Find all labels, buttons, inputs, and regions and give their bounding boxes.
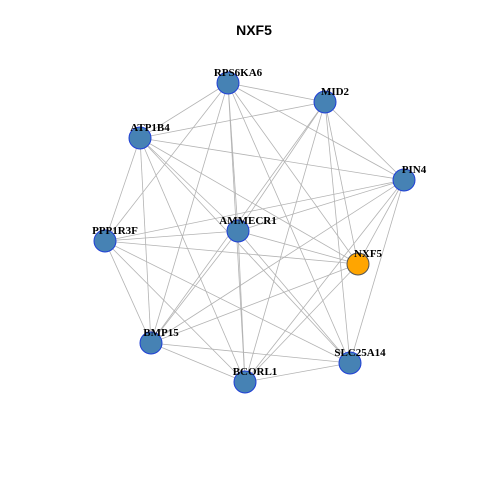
- node-bcorl1: [233, 370, 257, 394]
- node-label-pin4: PIN4: [402, 164, 427, 176]
- node-label-nxf5: NXF5: [354, 248, 383, 260]
- edge-ammecr1-nxf5: [237, 230, 359, 265]
- edge-ammecr1-slc25a14: [237, 230, 351, 364]
- edge-nxf5-bmp15: [150, 263, 359, 344]
- node-ppp1r3f: [93, 229, 117, 253]
- edge-bmp15-bcorl1: [150, 342, 246, 383]
- edge-ppp1r3f-nxf5: [104, 240, 359, 265]
- node-label-ammecr1: AMMECR1: [219, 215, 276, 227]
- edge-mid2-nxf5: [324, 101, 359, 265]
- edge-rps6ka6-nxf5: [227, 82, 359, 265]
- edge-ammecr1-ppp1r3f: [104, 230, 239, 242]
- node-atp1b4: [128, 126, 152, 150]
- edge-rps6ka6-mid2: [227, 82, 326, 103]
- edge-rps6ka6-slc25a14: [227, 82, 351, 364]
- edge-pin4-slc25a14: [349, 179, 405, 364]
- node-label-rps6ka6: RPS6KA6: [214, 67, 263, 79]
- edge-atp1b4-bcorl1: [139, 137, 246, 383]
- edge-mid2-ammecr1: [237, 101, 326, 232]
- edge-pin4-bmp15: [150, 179, 405, 344]
- edge-ppp1r3f-bcorl1: [104, 240, 246, 383]
- edge-mid2-slc25a14: [324, 101, 351, 364]
- edge-rps6ka6-atp1b4: [139, 82, 229, 139]
- edge-slc25a14-bcorl1: [244, 362, 351, 383]
- edge-atp1b4-ammecr1: [139, 137, 239, 232]
- edge-ammecr1-bcorl1: [237, 230, 246, 383]
- nodes-layer: [93, 71, 416, 394]
- edge-pin4-bcorl1: [244, 179, 405, 383]
- edge-nxf5-bcorl1: [244, 263, 359, 383]
- edge-pin4-ppp1r3f: [104, 179, 405, 242]
- node-nxf5: [346, 252, 370, 276]
- edge-rps6ka6-bmp15: [150, 82, 229, 344]
- node-rps6ka6: [216, 71, 240, 95]
- edge-ammecr1-bmp15: [150, 230, 239, 344]
- edge-atp1b4-ppp1r3f: [104, 137, 141, 242]
- node-label-mid2: MID2: [321, 86, 350, 98]
- node-label-bmp15: BMP15: [143, 327, 179, 339]
- diagram-title: NXF5: [236, 22, 272, 38]
- node-bmp15: [139, 331, 163, 355]
- node-label-slc25a14: SLC25A14: [334, 347, 386, 359]
- edge-ppp1r3f-slc25a14: [104, 240, 351, 364]
- edge-pin4-ammecr1: [237, 179, 405, 232]
- edge-mid2-atp1b4: [139, 101, 326, 139]
- edge-atp1b4-nxf5: [139, 137, 359, 265]
- edge-bmp15-slc25a14: [150, 342, 351, 364]
- node-label-ppp1r3f: PPP1R3F: [92, 225, 138, 237]
- edge-mid2-bcorl1: [244, 101, 326, 383]
- edge-rps6ka6-ppp1r3f: [104, 82, 229, 242]
- node-slc25a14: [338, 351, 362, 375]
- node-label-atp1b4: ATP1B4: [130, 122, 170, 134]
- node-ammecr1: [226, 219, 250, 243]
- edge-rps6ka6-pin4: [227, 82, 405, 181]
- edge-atp1b4-bmp15: [139, 137, 152, 344]
- edge-ppp1r3f-bmp15: [104, 240, 152, 344]
- edge-atp1b4-slc25a14: [139, 137, 351, 364]
- node-mid2: [313, 90, 337, 114]
- edge-mid2-pin4: [324, 101, 405, 181]
- node-label-bcorl1: BCORL1: [233, 366, 278, 378]
- node-pin4: [392, 168, 416, 192]
- edge-pin4-nxf5: [357, 179, 405, 265]
- edge-atp1b4-pin4: [139, 137, 405, 181]
